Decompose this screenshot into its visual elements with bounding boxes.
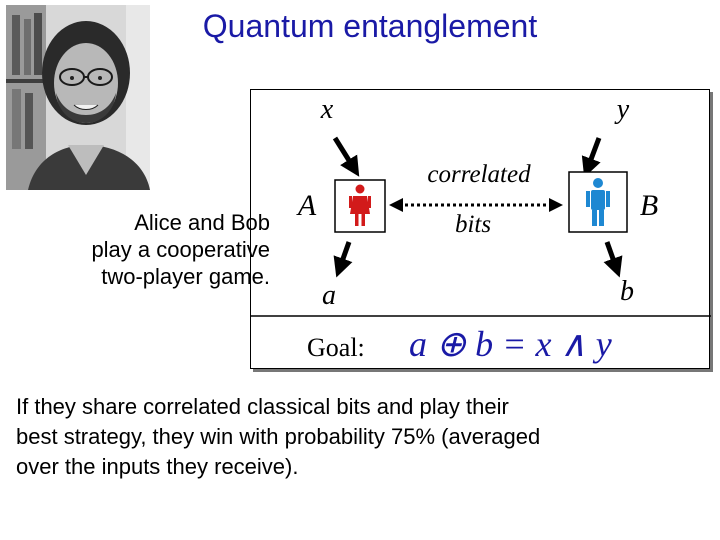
input-y-label: y (614, 94, 630, 125)
game-diagram: x y A B (250, 89, 711, 369)
male-figure-icon (586, 178, 610, 226)
link-label-line1: correlated (427, 161, 531, 188)
goal-label: Goal: (307, 333, 365, 362)
input-x-label: x (320, 94, 334, 125)
output-b-arrow (603, 241, 623, 278)
female-figure-icon (349, 184, 371, 226)
intro-line: two-player game. (101, 264, 270, 289)
output-b-label: b (620, 276, 634, 307)
bob-box (568, 171, 628, 233)
intro-line: play a cooperative (91, 237, 270, 262)
summary-text: If they share correlated classical bits … (16, 392, 706, 482)
player-b-label: B (640, 189, 658, 222)
player-a-label: A (296, 189, 317, 222)
input-x-arrow (332, 136, 360, 177)
output-a-arrow (333, 241, 353, 278)
input-y-arrow (581, 137, 602, 178)
alice-box (334, 179, 386, 233)
goal-equation: a ⊕ b = x ∧ y (409, 324, 612, 364)
correlated-bits-link (389, 198, 563, 212)
summary-line: If they share correlated classical bits … (16, 394, 509, 419)
slide-title: Quantum entanglement (202, 8, 538, 44)
game-diagram-svg: x y A B (251, 94, 711, 364)
output-a-label: a (322, 280, 336, 311)
intro-line: Alice and Bob (134, 210, 270, 235)
intro-text: Alice and Bob play a cooperative two-pla… (14, 209, 270, 290)
summary-line: best strategy, they win with probability… (16, 424, 541, 449)
link-label-line2: bits (455, 211, 491, 238)
summary-line: over the inputs they receive). (16, 454, 299, 479)
portrait-photo (6, 5, 150, 190)
